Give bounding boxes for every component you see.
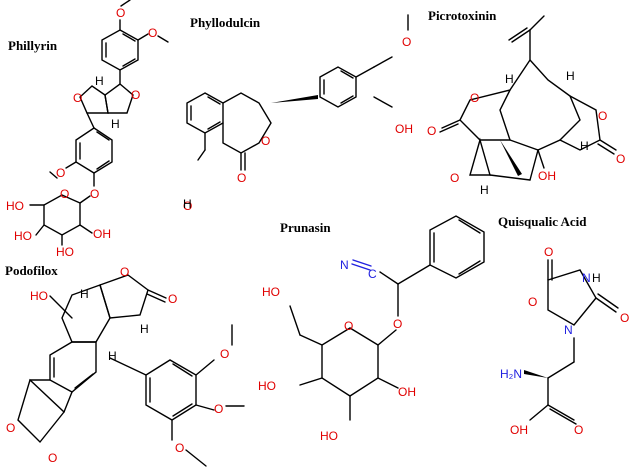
podofilox-atom-h: H bbox=[80, 287, 89, 301]
quisqualic-atom-oh: OH bbox=[510, 423, 528, 437]
phillyrin-aryl-ring-top bbox=[101, 29, 139, 71]
podofilox-atom-o: O bbox=[175, 441, 184, 455]
picrotoxinin-atom-oh: OH bbox=[538, 169, 556, 183]
picrotoxinin-atom-o: O bbox=[427, 124, 436, 138]
title-phyllodulcin: Phyllodulcin bbox=[190, 15, 261, 30]
phyllodulcin-atom-o: O bbox=[183, 199, 192, 213]
phillyrin-atom-o: O bbox=[148, 26, 157, 40]
title-prunasin: Prunasin bbox=[280, 220, 331, 235]
prunasin-atom-oh: OH bbox=[398, 385, 416, 399]
prunasin-atom-c: C bbox=[368, 267, 377, 281]
quisqualic-atom-n: N bbox=[564, 323, 573, 337]
podofilox-trimethoxyphenyl-ring bbox=[145, 359, 197, 421]
phyllodulcin-atom-h: H bbox=[183, 197, 192, 211]
title-podofilox: Podofilox bbox=[5, 263, 58, 278]
picrotoxinin-atom-h: H bbox=[566, 69, 575, 83]
structure-picrotoxinin: O O O OH O O H H H H bbox=[427, 15, 625, 197]
prunasin-atom-n: N bbox=[340, 258, 349, 272]
prunasin-atom-o: O bbox=[393, 317, 402, 331]
structure-podofilox: O O HO H H H O O O O O bbox=[6, 265, 245, 467]
quisqualic-atom-h2n: H₂N bbox=[500, 367, 522, 381]
podofilox-atom-o: O bbox=[48, 451, 57, 465]
phillyrin-glucose-ring bbox=[43, 194, 81, 236]
quisqualic-atom-h: H bbox=[592, 271, 601, 285]
phillyrin-atom-o: O bbox=[60, 187, 69, 201]
phyllodulcin-atom-o: O bbox=[402, 35, 411, 49]
phyllodulcin-lactone-ring bbox=[222, 92, 272, 154]
quisqualic-atom-nh: N bbox=[582, 271, 591, 285]
phillyrin-atom-oh: OH bbox=[93, 227, 111, 241]
structure-phillyrin: O O O O H H O O O HO HO HO OH bbox=[6, 0, 169, 259]
picrotoxinin-atom-o: O bbox=[598, 109, 607, 123]
phyllodulcin-benzo-ring bbox=[186, 92, 224, 134]
phillyrin-furan-ring-b bbox=[79, 85, 109, 114]
picrotoxinin-atom-h: H bbox=[505, 72, 514, 86]
podofilox-atom-h: H bbox=[140, 322, 149, 336]
title-quisqualic-acid: Quisqualic Acid bbox=[498, 214, 587, 229]
picrotoxinin-atom-o: O bbox=[450, 171, 459, 185]
phillyrin-atom-ho: HO bbox=[14, 229, 32, 243]
prunasin-glucose-ring bbox=[321, 327, 379, 397]
phillyrin-atom-o: O bbox=[116, 6, 125, 20]
podofilox-atom-o: O bbox=[168, 292, 177, 306]
phyllodulcin-atom-oh: OH bbox=[395, 122, 413, 136]
phillyrin-atom-o: O bbox=[131, 88, 140, 102]
prunasin-atom-o: O bbox=[344, 319, 353, 333]
phyllodulcin-atom-o: O bbox=[237, 171, 246, 185]
title-picrotoxinin: Picrotoxinin bbox=[428, 8, 497, 23]
prunasin-phenyl-ring bbox=[429, 215, 485, 279]
podofilox-dioxole-ring bbox=[17, 378, 65, 444]
phyllodulcin-aryl-ring bbox=[319, 66, 357, 108]
structure-phyllodulcin: O O O H O OH bbox=[183, 14, 413, 213]
phillyrin-atom-h: H bbox=[95, 74, 104, 88]
podofilox-lactone-ring bbox=[99, 274, 149, 319]
quisqualic-atom-o: O bbox=[544, 245, 553, 259]
phillyrin-atom-ho: HO bbox=[6, 199, 24, 213]
podofilox-atom-ho: HO bbox=[30, 289, 48, 303]
podofilox-atom-h: H bbox=[108, 349, 117, 363]
picrotoxinin-atom-h: H bbox=[480, 183, 489, 197]
podofilox-benzo-ring bbox=[49, 341, 97, 393]
phillyrin-atom-h: H bbox=[111, 117, 120, 131]
prunasin-atom-ho: HO bbox=[320, 429, 338, 443]
picrotoxinin-atom-o: O bbox=[616, 152, 625, 166]
picrotoxinin-atom-h: H bbox=[580, 139, 589, 153]
quisqualic-atom-o: O bbox=[574, 423, 583, 437]
picrotoxinin-atom-o: O bbox=[470, 91, 479, 105]
prunasin-atom-ho: HO bbox=[262, 285, 280, 299]
quisqualic-atom-o: O bbox=[528, 295, 537, 309]
structure-prunasin: N C O O HO HO HO OH bbox=[258, 215, 485, 443]
prunasin-atom-ho: HO bbox=[258, 379, 276, 393]
structure-quisqualic-acid: O N H N O O H₂N O OH bbox=[500, 245, 629, 437]
phyllodulcin-atom-o: O bbox=[261, 134, 270, 148]
phillyrin-aryl-ring-bottom bbox=[75, 127, 113, 174]
phillyrin-atom-ho: HO bbox=[56, 245, 74, 259]
title-phillyrin: Phillyrin bbox=[8, 38, 58, 53]
podofilox-atom-o: O bbox=[6, 421, 15, 435]
phillyrin-furan-ring-a bbox=[104, 83, 134, 114]
phillyrin-atom-o: O bbox=[56, 166, 65, 180]
phillyrin-atom-o: O bbox=[73, 91, 82, 105]
quisqualic-oxadiazolidine-ring bbox=[547, 269, 597, 326]
podofilox-atom-o: O bbox=[214, 402, 223, 416]
phillyrin-atom-o: O bbox=[90, 187, 99, 201]
quisqualic-atom-o: O bbox=[620, 311, 629, 325]
podofilox-atom-o: O bbox=[220, 347, 229, 361]
podofilox-atom-o: O bbox=[120, 265, 129, 279]
